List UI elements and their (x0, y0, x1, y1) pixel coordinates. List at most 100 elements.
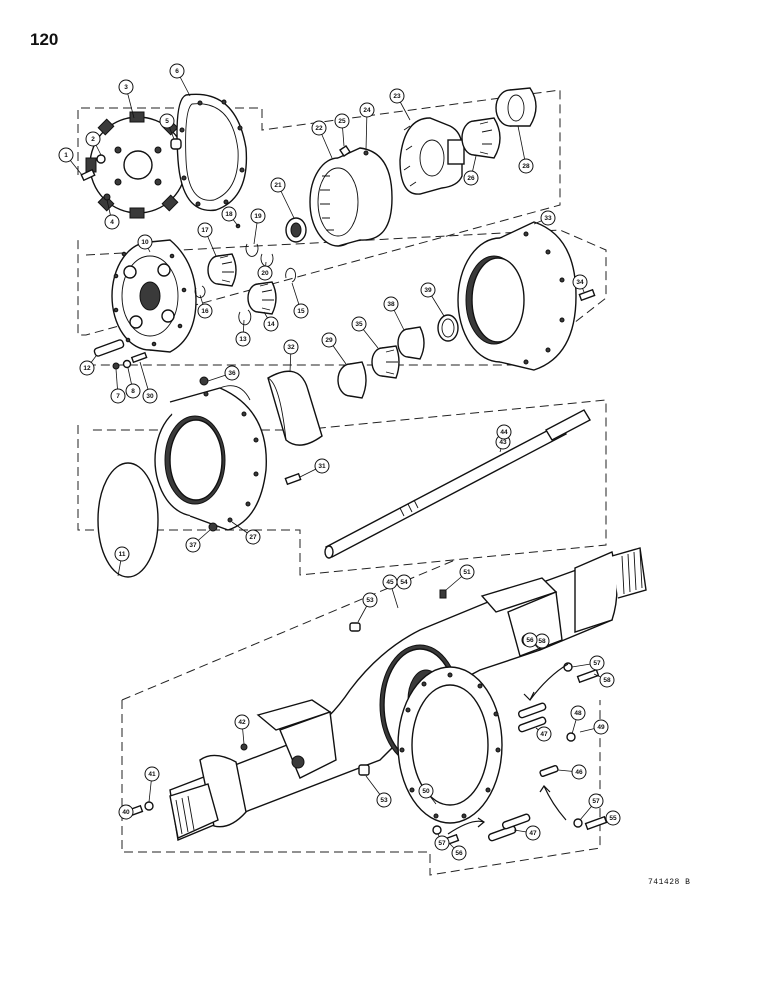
callout-number: 39 (424, 287, 432, 294)
callout-1: 1 (58, 147, 74, 163)
callout-number: 11 (119, 551, 126, 558)
callout-circle (496, 424, 512, 440)
callout-number: 27 (249, 534, 257, 541)
callout-circle (362, 592, 378, 608)
callout-number: 57 (438, 840, 446, 847)
callout-number: 3 (124, 84, 128, 91)
callout-57-5: 57 (589, 655, 605, 671)
callout-circle (459, 564, 475, 580)
callout-number: 31 (318, 463, 326, 470)
callout-26: 26 (463, 170, 479, 186)
callout-number: 47 (540, 731, 548, 738)
callout-51: 51 (459, 564, 475, 580)
callout-number: 56 (526, 637, 534, 644)
callout-number: 17 (201, 227, 209, 234)
callout-29: 29 (321, 332, 337, 348)
callout-number: 50 (422, 788, 430, 795)
callout-27: 27 (245, 529, 261, 545)
callout-circle (522, 632, 538, 648)
callout-number: 14 (267, 321, 275, 328)
callout-circle (314, 458, 330, 474)
callout-circle (434, 835, 450, 851)
callout-4: 4 (104, 214, 120, 230)
callout-circle (250, 208, 266, 224)
callout-15: 15 (293, 303, 309, 319)
callout-number: 42 (238, 719, 246, 726)
part-shapes (80, 87, 647, 849)
callout-number: 6 (175, 68, 179, 75)
callout-circle (599, 672, 615, 688)
callout-number: 29 (325, 337, 333, 344)
callout-number: 53 (380, 797, 388, 804)
callout-number: 43 (499, 439, 507, 446)
callout-36: 36 (224, 365, 240, 381)
callout-28: 28 (518, 158, 534, 174)
axle-housing (169, 547, 647, 841)
callout-57: 57 (434, 835, 450, 851)
callout-8: 8 (125, 383, 141, 399)
callout-circle (169, 63, 185, 79)
planet-gear-14 (247, 281, 277, 315)
callout-24: 24 (359, 102, 375, 118)
bearing-cup-28 (495, 87, 537, 127)
callout-11: 11 (114, 546, 130, 562)
axle-shaft (324, 409, 591, 559)
callout-number: 2 (91, 136, 95, 143)
callout-circle (570, 705, 586, 721)
callout-56: 56 (451, 845, 467, 861)
callout-number: 24 (363, 107, 371, 114)
callout-circle (257, 265, 273, 281)
callout-number: 41 (148, 771, 156, 778)
callout-number: 4 (110, 219, 114, 226)
callout-number: 16 (201, 308, 209, 315)
callout-circle (589, 655, 605, 671)
callout-number: 38 (387, 301, 395, 308)
callout-number: 44 (500, 429, 508, 436)
callout-number: 34 (576, 279, 584, 286)
callout-56-8: 56 (522, 632, 538, 648)
callout-number: 7 (116, 393, 120, 400)
callout-22: 22 (311, 120, 327, 136)
callout-circle (197, 222, 213, 238)
callout-14: 14 (263, 316, 279, 332)
callout-number: 57 (593, 660, 601, 667)
callout-17: 17 (197, 222, 213, 238)
callout-number: 13 (239, 336, 247, 343)
callout-13: 13 (235, 331, 251, 347)
callout-circle (197, 303, 213, 319)
brake-drum-33 (457, 221, 577, 371)
gasket-plate (176, 93, 248, 212)
callout-50: 50 (418, 783, 434, 799)
callout-number: 40 (122, 809, 130, 816)
callout-7: 7 (110, 388, 126, 404)
callout-number: 54 (400, 579, 408, 586)
gear-23 (399, 117, 465, 195)
callout-47: 47 (536, 726, 552, 742)
callout-circle (420, 282, 436, 298)
callout-circle (234, 714, 250, 730)
callout-number: 20 (261, 270, 269, 277)
callout-circle (224, 365, 240, 381)
callout-18: 18 (221, 206, 237, 222)
callout-10: 10 (137, 234, 153, 250)
callout-53-3: 53 (376, 792, 392, 808)
callout-circle (221, 206, 237, 222)
callout-6: 6 (169, 63, 185, 79)
callout-54: 54 (396, 574, 412, 590)
callout-44: 44 (496, 424, 512, 440)
callout-number: 53 (366, 597, 374, 604)
callout-58-6: 58 (599, 672, 615, 688)
callout-circle (605, 810, 621, 826)
callout-circle (389, 88, 405, 104)
callout-circle (418, 783, 434, 799)
callout-35: 35 (351, 316, 367, 332)
callout-circle (383, 296, 399, 312)
callout-circle (159, 113, 175, 129)
callout-25: 25 (334, 113, 350, 129)
callout-2: 2 (85, 131, 101, 147)
callout-circle (85, 131, 101, 147)
planet-carrier-10 (111, 239, 197, 353)
callout-circle (79, 360, 95, 376)
callout-55: 55 (605, 810, 621, 826)
callout-number: 58 (538, 638, 546, 645)
